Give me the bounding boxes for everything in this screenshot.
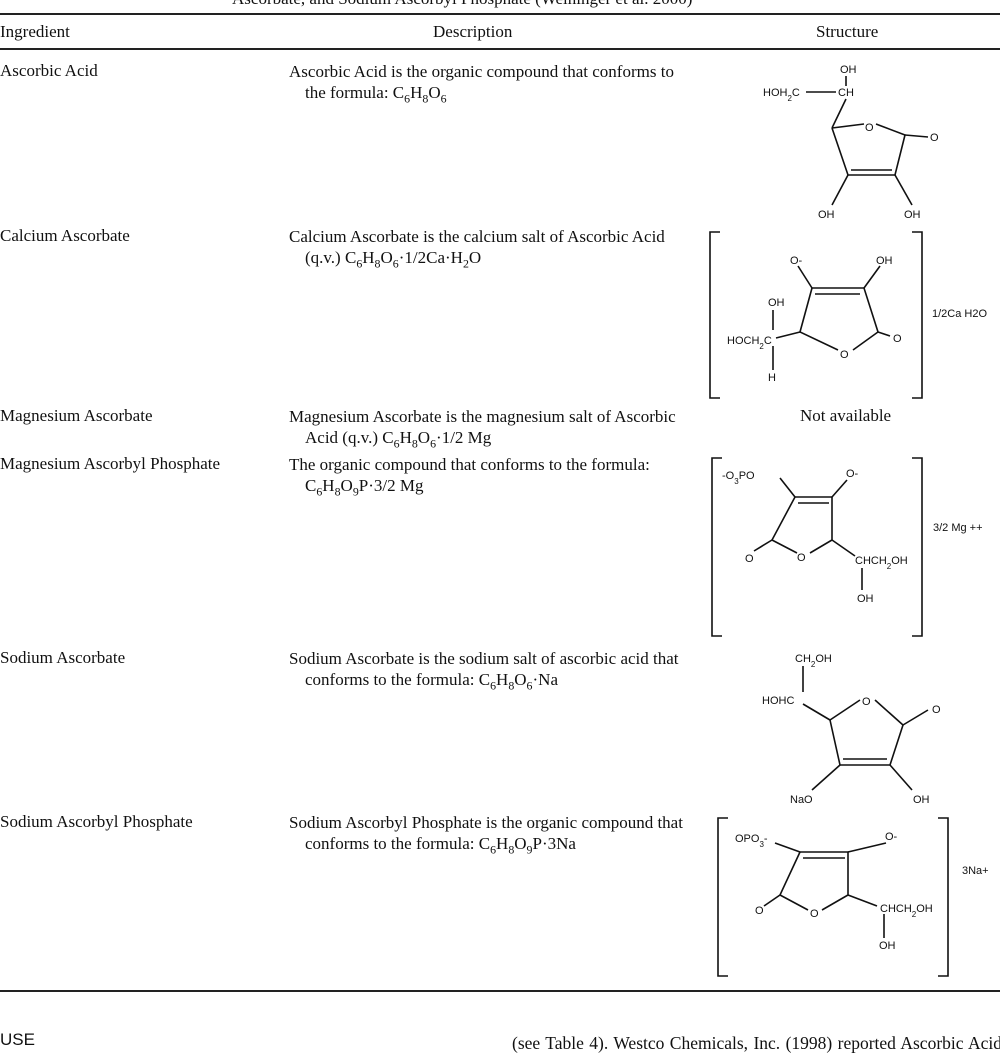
svg-text:HOH2C: HOH2C: [763, 87, 800, 103]
ingredient-description: Magnesium Ascorbate is the magnesium sal…: [289, 407, 676, 451]
ingredient-description: The organic compound that conforms to th…: [289, 455, 650, 499]
svg-text:OH: OH: [913, 794, 930, 806]
svg-text:O: O: [797, 552, 806, 564]
structure-sodium-ascorbyl-phosphate: OPO3- O- O O CHCH2OH OH 3Na+: [717, 817, 989, 977]
svg-text:O: O: [840, 349, 849, 361]
svg-text:O: O: [862, 696, 871, 708]
ingredient-description: Calcium Ascorbate is the calcium salt of…: [289, 227, 665, 271]
svg-text:OH: OH: [876, 255, 893, 267]
header-ingredient: Ingredient: [0, 22, 70, 41]
ingredient-name: Magnesium Ascorbyl Phosphate: [0, 454, 221, 473]
table-bottom-rule: [0, 990, 1000, 992]
ingredient-description: Sodium Ascorbyl Phosphate is the organic…: [289, 813, 683, 857]
svg-text:O: O: [755, 905, 764, 917]
svg-text:NaO: NaO: [790, 794, 813, 806]
structure-not-available: Not available: [800, 406, 892, 425]
chemical-structures: OH HOH2C CH O O OH OH O- OH OH HOCH2C O: [709, 64, 989, 977]
ingredient-description: Sodium Ascorbate is the sodium salt of a…: [289, 649, 679, 693]
svg-text:O: O: [810, 908, 819, 920]
svg-text:O: O: [745, 553, 754, 565]
svg-text:CHCH2OH: CHCH2OH: [855, 555, 908, 571]
svg-text:O-: O-: [885, 831, 898, 843]
svg-text:3/2 Mg ++: 3/2 Mg ++: [933, 522, 983, 534]
svg-text:OH: OH: [879, 940, 896, 952]
header-description: Description: [433, 22, 513, 41]
ingredient-name: Magnesium Ascorbate: [0, 406, 153, 425]
body-text: (see Table 4). Westco Chemicals, Inc. (1…: [512, 1033, 1000, 1061]
svg-text:3Na+: 3Na+: [962, 865, 989, 877]
svg-text:OH: OH: [904, 209, 921, 221]
ingredient-name: Ascorbic Acid: [0, 61, 98, 80]
ingredient-name: Sodium Ascorbate: [0, 648, 126, 667]
svg-text:HOCH2C: HOCH2C: [727, 335, 772, 351]
header-structure: Structure: [816, 22, 879, 41]
table-caption: Ascorbate, and Sodium Ascorbyl Phosphate…: [232, 0, 692, 9]
structure-calcium-ascorbate: O- OH OH HOCH2C O O H 1/2Ca H2O: [709, 231, 987, 399]
structure-magnesium-ascorbyl-phosphate: -O3PO O- O O CHCH2OH OH 3/2 Mg ++: [711, 457, 983, 637]
structure-sodium-ascorbate: CH2OH HOHC O O NaO OH: [762, 653, 941, 806]
svg-text:OH: OH: [840, 64, 857, 76]
svg-text:H: H: [768, 372, 776, 384]
structure-ascorbic-acid: OH HOH2C CH O O OH OH: [763, 64, 939, 221]
table-top-rule: [0, 13, 1000, 15]
svg-text:O-: O-: [846, 468, 859, 480]
svg-text:CH: CH: [838, 87, 854, 99]
svg-text:OH: OH: [818, 209, 835, 221]
svg-text:HOHC: HOHC: [762, 695, 794, 707]
section-heading: USE: [0, 1030, 35, 1049]
svg-text:OH: OH: [857, 593, 874, 605]
svg-text:O-: O-: [790, 255, 803, 267]
svg-text:CHCH2OH: CHCH2OH: [880, 903, 933, 919]
svg-text:CH2OH: CH2OH: [795, 653, 832, 669]
svg-text:-O3PO: -O3PO: [722, 470, 755, 486]
svg-text:O: O: [930, 132, 939, 144]
svg-text:1/2Ca H2O: 1/2Ca H2O: [932, 308, 987, 320]
ingredient-name: Sodium Ascorbyl Phosphate: [0, 812, 193, 831]
svg-text:O: O: [932, 704, 941, 716]
ingredient-description: Ascorbic Acid is the organic compound th…: [289, 62, 674, 106]
svg-text:OPO3-: OPO3-: [735, 833, 768, 849]
svg-text:O: O: [865, 122, 874, 134]
ingredient-name: Calcium Ascorbate: [0, 226, 130, 245]
svg-text:O: O: [893, 333, 902, 345]
header-rule: [0, 48, 1000, 50]
svg-text:OH: OH: [768, 297, 785, 309]
